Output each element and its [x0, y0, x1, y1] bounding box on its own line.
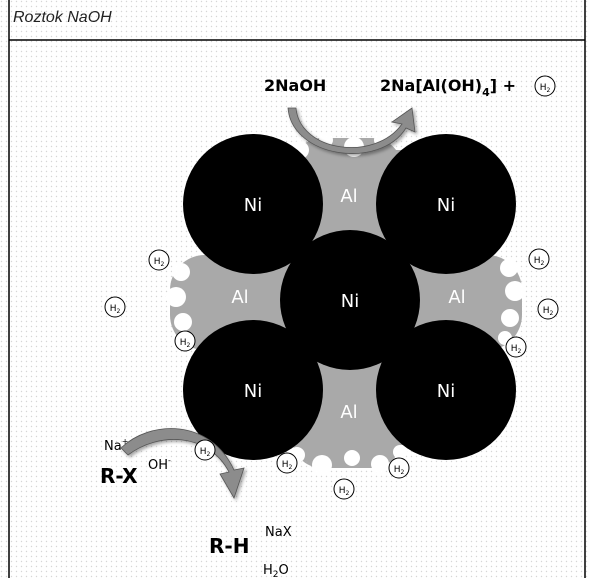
- h2-bubble: H2: [333, 478, 355, 500]
- top-curved-arrow: [287, 107, 416, 154]
- bottom-product: R-H: [209, 534, 249, 558]
- h2-bubble-label: H2: [154, 257, 165, 268]
- h2-bubble: H2: [537, 298, 559, 320]
- svg-text:Ni: Ni: [244, 381, 262, 402]
- anion-label: OH-: [148, 456, 171, 473]
- h2-bubble: H2: [505, 336, 527, 358]
- ni-sphere-bottom-left: Ni: [183, 320, 323, 460]
- h2-bubble-label: H2: [282, 460, 293, 471]
- al-label-right: Al: [448, 287, 465, 308]
- ni-sphere-top-left: Ni: [183, 134, 323, 274]
- svg-text:Ni: Ni: [437, 195, 455, 216]
- svg-text:Ni: Ni: [341, 291, 359, 312]
- top-reactant: 2NaOH: [264, 76, 326, 95]
- h2-bubble-label: H2: [511, 344, 522, 355]
- ni-sphere-bottom-right: Ni: [376, 320, 516, 460]
- h2-bubble: H2: [388, 457, 410, 479]
- h2-bubble: H2: [148, 249, 170, 271]
- ni-sphere-top-right: Ni: [376, 134, 516, 274]
- ni-sphere-center: Ni: [280, 230, 420, 370]
- h2-bubble: H2: [174, 330, 196, 352]
- top-gas-bubble: H2: [534, 75, 556, 97]
- al-label-bottom: Al: [340, 402, 357, 423]
- al-label-top: Al: [340, 186, 357, 207]
- h2-bubble: H2: [528, 248, 550, 270]
- svg-text:H2: H2: [540, 83, 551, 94]
- svg-text:Ni: Ni: [244, 195, 262, 216]
- bottom-reactant: R-X: [100, 464, 138, 488]
- salt-byproduct: NaX: [265, 525, 292, 540]
- h2-bubble: H2: [104, 296, 126, 318]
- cation-label: Na+: [104, 437, 128, 454]
- top-reaction: 2NaOH 2Na[Al(OH)4] + H2: [264, 75, 556, 154]
- h2-bubble: H2: [194, 439, 216, 461]
- top-product: 2Na[Al(OH)4] +: [380, 76, 516, 99]
- h2-bubble-label: H2: [180, 338, 191, 349]
- h2-bubble-label: H2: [543, 306, 554, 317]
- h2-bubble-label: H2: [394, 465, 405, 476]
- solution-title: Roztok NaOH: [13, 9, 112, 26]
- water-byproduct: H2O: [263, 563, 289, 578]
- h2-bubble-label: H2: [534, 256, 545, 267]
- nickel-spheres: Ni Ni Ni Ni Ni: [183, 134, 516, 460]
- h2-bubble-label: H2: [200, 447, 211, 458]
- svg-text:Ni: Ni: [437, 381, 455, 402]
- h2-bubble-label: H2: [110, 304, 121, 315]
- al-label-left: Al: [231, 287, 248, 308]
- h2-bubble-label: H2: [339, 486, 350, 497]
- aluminium-labels: Al Al Al Al: [231, 186, 465, 423]
- h2-bubble: H2: [276, 452, 298, 474]
